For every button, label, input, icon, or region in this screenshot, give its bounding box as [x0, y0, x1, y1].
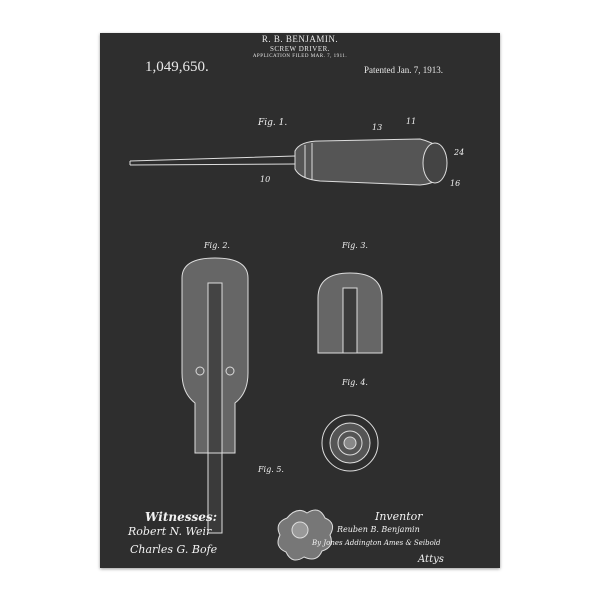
patent-date: Patented Jan. 7, 1913. — [364, 65, 443, 75]
fig4-end-view — [321, 414, 379, 472]
witness-signature-1: Robert N. Weir — [128, 525, 212, 538]
fig1-part-24: 24 — [454, 148, 465, 157]
attys-label: Attys — [418, 554, 444, 565]
inventor-header: R. B. BENJAMIN. — [261, 34, 339, 44]
title-header: SCREW DRIVER. — [269, 45, 331, 53]
patent-poster: R. B. BENJAMIN. SCREW DRIVER. APPLICATIO… — [100, 33, 500, 568]
fig1-label: Fig. 1. — [258, 118, 288, 128]
fig2-label: Fig. 2. — [204, 241, 230, 250]
patent-drawing — [129, 138, 448, 561]
inventor-signature: Reuben B. Benjamin — [337, 525, 420, 534]
witnesses-label: Witnesses: — [145, 510, 218, 524]
fig2-section — [181, 257, 249, 534]
patent-number: 1,049,650. — [145, 59, 209, 75]
fig1-part-10: 10 — [260, 175, 271, 184]
fig3-section — [317, 272, 383, 354]
fig1-part-11: 11 — [406, 117, 417, 126]
witness-signature-2: Charles G. Bofe — [130, 543, 218, 556]
inventor-label: Inventor — [375, 510, 423, 523]
fig4-label: Fig. 4. — [342, 378, 368, 387]
fig5-cross-section — [277, 509, 334, 561]
fig3-label: Fig. 3. — [342, 241, 368, 250]
fig5-label: Fig. 5. — [258, 465, 284, 474]
fig1-part-16: 16 — [450, 179, 461, 188]
fig1-screwdriver — [129, 138, 448, 186]
attorney-signature: By Jones Addington Ames & Seibold — [312, 539, 441, 547]
fig1-part-13: 13 — [372, 123, 383, 132]
application-date: APPLICATION FILED MAR. 7, 1911. — [252, 54, 348, 59]
